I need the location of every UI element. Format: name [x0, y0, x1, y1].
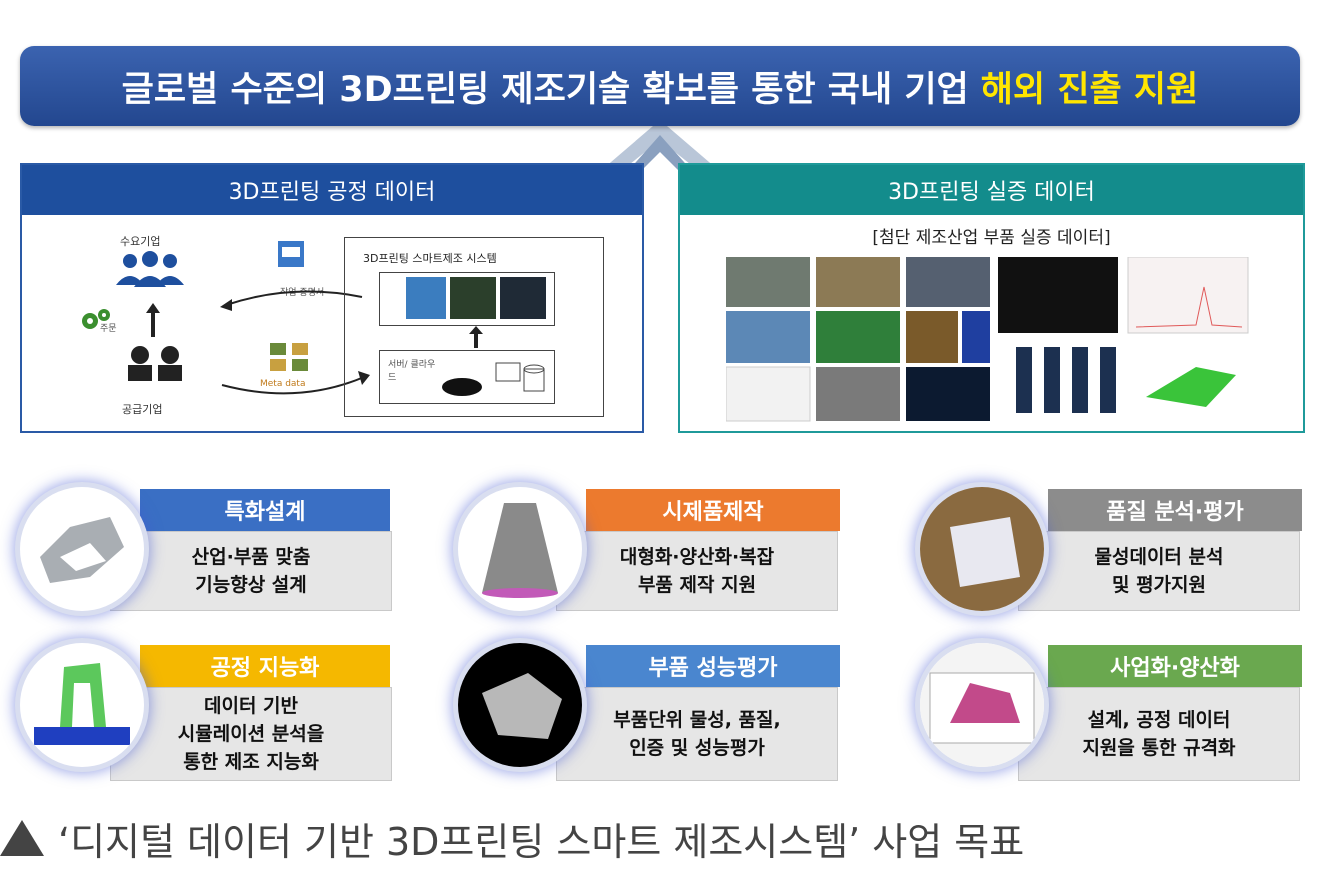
- flow-arrow-left: [220, 290, 363, 311]
- caption-text: ‘디지털 데이터 기반 3D프린팅 스마트 제조시스템’ 사업 목표: [58, 819, 1025, 864]
- demand-company-label: 수요기업: [120, 235, 161, 248]
- process-data-panel: 3D프린팅 공정 데이터 수요기업 주문 공급기업 작업 증명서: [20, 163, 644, 433]
- card-part-performance: 부품 성능평가 부품단위 물성, 품질, 인증 및 성능평가: [458, 643, 840, 781]
- card-title: 시제품제작: [586, 489, 840, 531]
- card-title: 사업화·양산화: [1048, 645, 1302, 687]
- card-desc-line: 대형화·양산화·복잡: [619, 546, 775, 568]
- figure-caption: ‘디지털 데이터 기반 3D프린팅 스마트 제조시스템’ 사업 목표: [0, 808, 1323, 868]
- card-desc-line: 산업·부품 맞춤: [191, 546, 311, 568]
- gear-icon: [82, 309, 110, 329]
- card-desc-line: 부품 제작 지원: [637, 574, 757, 596]
- card-desc-line: 기능향상 설계: [195, 574, 307, 596]
- simulation-image: [20, 643, 144, 767]
- meta-data-label: Meta data: [260, 379, 306, 389]
- card-quality-analysis: 품질 분석·평가 물성데이터 분석 및 평가지원: [920, 487, 1302, 611]
- smart-system-label: 3D프린팅 스마트제조 시스템: [363, 252, 497, 265]
- card-description: 부품단위 물성, 품질, 인증 및 성능평가: [556, 687, 838, 781]
- card-desc-line: 인증 및 성능평가: [629, 737, 765, 759]
- card-special-design: 특화설계 산업·부품 맞춤 기능향상 설계: [20, 487, 394, 611]
- data-blocks-icon: [270, 343, 308, 371]
- nozzle-part-image: [458, 487, 582, 611]
- users-icon: [116, 251, 184, 287]
- order-label: 주문: [100, 324, 117, 334]
- triangle-icon: [0, 820, 44, 856]
- verification-image-grid: [726, 257, 1249, 422]
- card-commercialization: 사업화·양산화 설계, 공정 데이터 지원을 통한 규격화: [920, 643, 1302, 781]
- dashboard-screens: [379, 272, 555, 326]
- banner-text: 글로벌 수준의 3D프린팅 제조기술 확보를 통한 국내 기업: [121, 69, 969, 110]
- card-desc-line: 데이터 기반: [203, 695, 298, 717]
- card-desc-line: 시뮬레이션 분석을: [177, 723, 325, 745]
- server-box: 서버/ 클라우드: [379, 350, 555, 404]
- card-title: 품질 분석·평가: [1048, 489, 1302, 531]
- verification-data-panel: 3D프린팅 실증 데이터 [첨단 제조산업 부품 실증 데이터]: [678, 163, 1305, 433]
- card-desc-line: 통한 제조 지능화: [183, 751, 319, 773]
- card-title: 공정 지능화: [140, 645, 390, 687]
- banner-highlight: 해외 진출 지원: [980, 69, 1199, 110]
- bracket-part-image: [20, 487, 144, 611]
- card-description: 산업·부품 맞춤 기능향상 설계: [110, 531, 392, 611]
- up-arrow-icon: [469, 326, 483, 348]
- cad-software-image: [920, 643, 1044, 767]
- part-scan-image: [458, 643, 582, 767]
- server-cloud-label: 서버/ 클라우드: [388, 360, 436, 383]
- card-prototype: 시제품제작 대형화·양산화·복잡 부품 제작 지원: [458, 487, 840, 611]
- card-desc-line: 부품단위 물성, 품질,: [613, 709, 781, 731]
- process-panel-title: 3D프린팅 공정 데이터: [22, 165, 642, 215]
- quality-test-image: [920, 487, 1044, 611]
- card-desc-line: 물성데이터 분석: [1094, 546, 1224, 568]
- verification-subtitle: [첨단 제조산업 부품 실증 데이터]: [872, 228, 1111, 248]
- card-description: 설계, 공정 데이터 지원을 통한 규격화: [1018, 687, 1300, 781]
- cloud-server-icon: [442, 362, 545, 396]
- card-title: 부품 성능평가: [586, 645, 840, 687]
- supply-company-label: 공급기업: [122, 403, 163, 416]
- work-order-label: 작업 증명서: [280, 288, 325, 298]
- goal-banner: 글로벌 수준의 3D프린팅 제조기술 확보를 통한 국내 기업 해외 진출 지원: [20, 46, 1300, 126]
- card-title: 특화설계: [140, 489, 390, 531]
- card-description: 대형화·양산화·복잡 부품 제작 지원: [556, 531, 838, 611]
- card-description: 물성데이터 분석 및 평가지원: [1018, 531, 1300, 611]
- flow-arrow-right: [221, 371, 370, 395]
- card-desc-line: 지원을 통한 규격화: [1082, 737, 1236, 759]
- workers-icon: [128, 346, 182, 381]
- card-desc-line: 및 평가지원: [1111, 574, 1206, 596]
- document-icon: [278, 241, 304, 267]
- smart-system-box: 3D프린팅 스마트제조 시스템 서버/ 클라우드: [344, 237, 604, 417]
- card-desc-line: 설계, 공정 데이터: [1087, 709, 1231, 731]
- verification-panel-title: 3D프린팅 실증 데이터: [680, 165, 1303, 215]
- up-arrow-icon: [146, 303, 160, 337]
- card-description: 데이터 기반 시뮬레이션 분석을 통한 제조 지능화: [110, 687, 392, 781]
- card-process-intelligence: 공정 지능화 데이터 기반 시뮬레이션 분석을 통한 제조 지능화: [20, 643, 394, 781]
